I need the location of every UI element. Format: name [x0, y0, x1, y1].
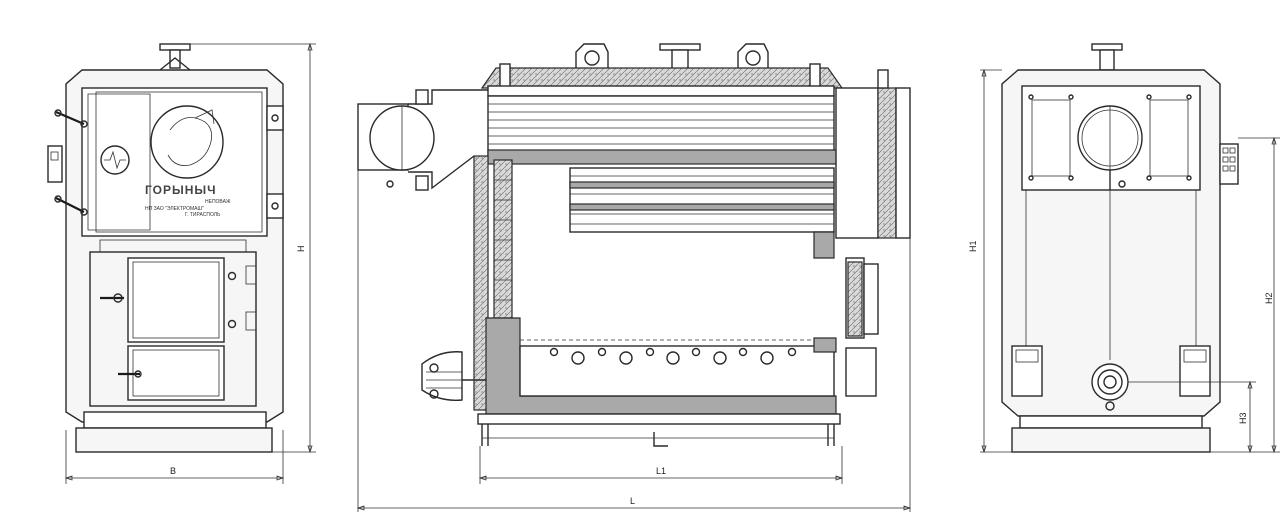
upper-door: [81, 87, 268, 237]
dimension-h1-label: H1: [968, 240, 978, 252]
brand-logo-text: ГОРЫНЫЧ: [145, 183, 217, 197]
side-section-view: L1 L: [356, 43, 912, 512]
dimension-h-label: H: [296, 246, 306, 253]
maker-line-2: НП ЗАО "ЭЛЕКТРОМАШ": [145, 206, 204, 212]
emblem-icon: [100, 145, 130, 175]
dimension-h3-label: H3: [1238, 412, 1248, 424]
dimension-l-label: L: [630, 496, 635, 506]
dimension-l1-label: L1: [656, 466, 666, 476]
lower-door: [127, 345, 225, 401]
middle-door: [127, 257, 225, 343]
rear-view: H1 H2 H3: [968, 43, 1280, 454]
front-view: ГОРЫНЫЧ НЕПОВАЖ НП ЗАО "ЭЛЕКТРОМАШ" Г. Т…: [47, 42, 316, 484]
dimension-h2-label: H2: [1264, 292, 1274, 304]
grate-openings: [549, 347, 797, 365]
dragon-logo-icon: [150, 105, 224, 179]
dimension-b-label: B: [170, 466, 176, 476]
maker-line-1: НЕПОВАЖ: [205, 199, 231, 205]
maker-line-3: Г. ТИРАСПОЛЬ: [185, 212, 221, 218]
